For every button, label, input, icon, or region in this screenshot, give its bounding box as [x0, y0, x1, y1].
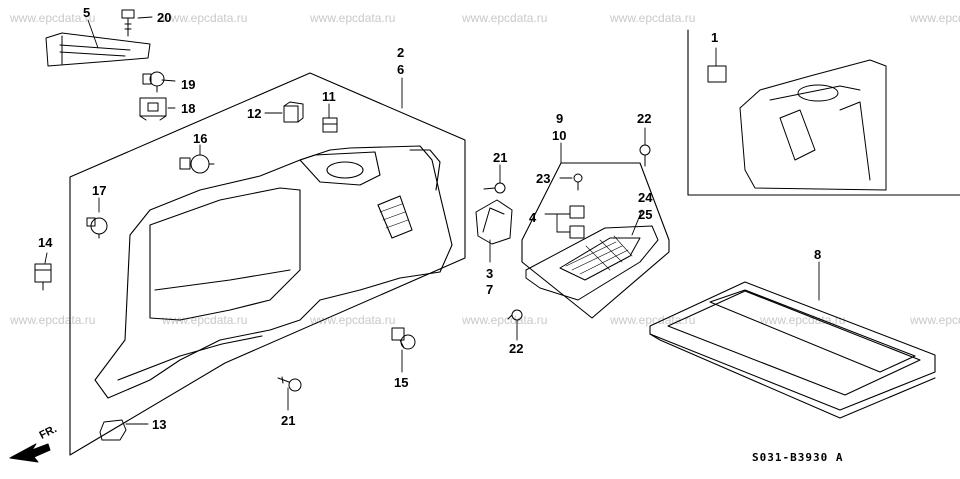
part-number-label: 7 — [486, 282, 494, 297]
clip-part-14 — [34, 263, 52, 291]
cap-part-13 — [99, 419, 127, 441]
part-number-label: 22 — [509, 341, 524, 356]
screw-part-21-lower — [277, 376, 302, 392]
watermark: www.epcdata.ru — [462, 11, 548, 25]
part-number-label: 8 — [814, 247, 822, 262]
part-number-label: 15 — [394, 375, 409, 390]
rear-shelf-part-8 — [649, 281, 936, 419]
watermark: www.epcdata.ru — [162, 313, 248, 327]
part-number-label: 17 — [92, 183, 107, 198]
part-number-label: 14 — [38, 235, 53, 250]
part-number-label: 10 — [552, 128, 567, 143]
watermark: www.epcdata.ru — [462, 313, 548, 327]
part-number-label: 1 — [711, 30, 719, 45]
clips-part-4 — [569, 205, 585, 239]
clip-part-19 — [142, 71, 165, 93]
part-number-label: 25 — [638, 207, 653, 222]
part-number-label: 23 — [536, 171, 551, 186]
part-number-label: 20 — [157, 10, 172, 25]
part-number-label: 9 — [556, 111, 564, 126]
part-number-label: 21 — [493, 150, 508, 165]
screw-part-22-lower — [507, 309, 523, 321]
watermark: www.epcdata.ru — [910, 313, 960, 327]
diagram-code: S031-B3930 A — [752, 451, 844, 464]
clip-part-11 — [322, 117, 338, 133]
part-number-label: 3 — [486, 266, 494, 281]
screw-part-20 — [121, 9, 135, 37]
tray-part-9-10 — [525, 225, 659, 301]
screw-part-23 — [573, 173, 583, 191]
cover-part-3-7 — [475, 199, 513, 245]
clip-part-18 — [139, 97, 167, 121]
part-number-label: 11 — [322, 89, 336, 104]
clip-part-15 — [391, 327, 416, 350]
watermark: www.epcdata.ru — [610, 11, 696, 25]
part-number-label: 12 — [247, 106, 262, 121]
clip-part-16 — [179, 154, 215, 174]
inset-trim-part-1 — [707, 59, 887, 191]
part-number-label: 2 — [397, 45, 405, 60]
right-group-frame — [521, 162, 670, 319]
watermark: www.epcdata.ru — [910, 11, 960, 25]
side-trim-panel-part-2-6 — [94, 145, 453, 399]
bracket-part-5 — [45, 32, 151, 67]
part-number-label: 19 — [181, 77, 196, 92]
watermark: www.epcdata.ru — [10, 11, 96, 25]
part-number-label: 18 — [181, 101, 196, 116]
part-number-label: 22 — [637, 111, 652, 126]
watermark: www.epcdata.ru — [162, 11, 248, 25]
part-number-label: 24 — [638, 190, 653, 205]
part-number-label: 5 — [83, 5, 91, 20]
front-arrow-icon — [9, 443, 51, 463]
part-number-label: 6 — [397, 62, 405, 77]
screw-part-21-upper — [483, 182, 506, 194]
part-number-label: 4 — [529, 210, 537, 225]
watermark: www.epcdata.ru — [310, 11, 396, 25]
part-number-label: 21 — [281, 413, 296, 428]
main-group-frame — [69, 72, 466, 456]
clip-part-17 — [86, 217, 108, 239]
watermark: www.epcdata.ru — [760, 313, 846, 327]
leader-lines — [44, 16, 820, 425]
part-number-label: 16 — [193, 131, 208, 146]
inset-frame — [687, 29, 960, 196]
watermark: www.epcdata.ru — [10, 313, 96, 327]
part-number-label: 13 — [152, 417, 167, 432]
clip-part-12 — [283, 101, 304, 123]
screw-part-22-upper — [639, 144, 651, 167]
